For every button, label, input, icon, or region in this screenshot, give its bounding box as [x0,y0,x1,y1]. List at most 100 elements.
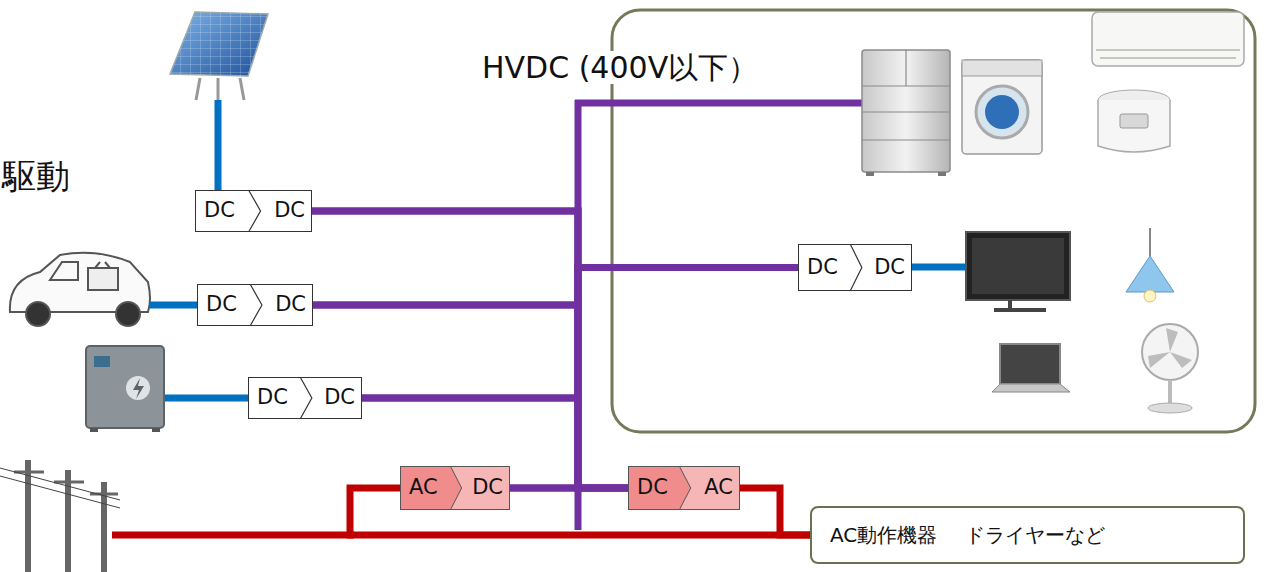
utility-pole [0,468,120,508]
converter-chevron [401,467,462,510]
node-text: DC [204,199,235,222]
electric-fan [1142,324,1198,380]
refrigerator [938,172,946,176]
solar-panel [170,12,268,100]
electric-car [95,262,110,268]
television [972,238,1064,294]
ac-grid-line [112,532,354,539]
television [966,232,1070,310]
storage-battery [94,356,110,367]
ac-connector [740,488,810,535]
rice-cooker [1098,90,1170,152]
refrigerator [862,50,950,176]
washing-machine [985,95,1019,129]
electric-car [10,253,150,326]
ac-converter-box: AC DC [400,466,510,510]
node-text: DC [257,386,288,409]
television [994,300,1046,310]
electric-fan [1148,403,1192,413]
node-text: DC [807,256,838,279]
refrigerator [862,50,950,172]
rice-cooker [1098,100,1170,152]
converter-chevron [629,467,691,510]
electric-fan [1168,380,1172,406]
converter-outline [401,467,510,510]
node-text: AC [704,476,733,499]
utility-pole [14,472,118,494]
laptop [992,384,1070,392]
storage-battery [90,428,98,432]
hvdc-connector [510,268,798,489]
blue-dc-wire [165,395,248,402]
storage-battery [133,378,144,399]
washing-machine [962,60,1042,154]
solar-panel [170,12,268,76]
node-text: DC [472,476,503,499]
dc-converter-box: DC DC [195,190,312,232]
hvdc-bus [575,100,862,107]
node-text: DC [274,199,305,222]
storage-battery [86,346,164,432]
device-box: AC動作機器 ドライヤーなど [810,506,1245,564]
air-conditioner [1092,12,1244,66]
dc-converter-box: DC DC [798,244,912,291]
electric-car [50,262,78,280]
air-conditioner [1096,50,1240,58]
node-text: AC [409,476,438,499]
electric-car [26,302,50,326]
converter-chevron [300,378,311,419]
solar-panel [196,78,244,100]
hvdc-connector [510,485,628,492]
node-text: DC [637,476,668,499]
utility-pole [28,460,104,572]
storage-battery [126,376,150,400]
laptop [1000,344,1060,384]
blue-dc-wire [150,302,197,309]
node-text: AC動作機器 [830,524,937,546]
converter-chevron [850,245,861,291]
blue-dc-wire [912,264,966,271]
rice-cooker [1120,114,1148,128]
solar-panel [170,12,268,76]
pendant-lamp [1126,228,1174,302]
utility-pole [0,460,120,572]
washing-machine [962,60,1042,154]
washing-machine [976,86,1028,138]
television [966,232,1070,300]
refrigerator [866,172,874,176]
hvdc-bus [575,100,862,530]
node-text: DC [275,293,306,316]
pendant-lamp [1126,256,1174,292]
air-conditioner [1092,12,1244,66]
converter-outline [198,285,313,326]
ac-converter-box: DC AC [628,466,740,510]
refrigerator [862,50,950,140]
partial-heading: 駆動 [2,158,70,195]
pendant-lamp [1149,228,1151,256]
dc-converter-box: DC DC [197,284,313,326]
bus-label: HVDC (400V以下） [482,51,758,84]
storage-battery [152,428,160,432]
node-text: DC [324,386,355,409]
blue-dc-wire [150,100,966,398]
converter-outline [249,378,362,419]
node-text: ドライヤーなど [965,524,1105,546]
hvdc-connector [313,268,798,306]
node-text: DC [206,293,237,316]
electric-car [88,268,118,290]
converter-outline [629,467,740,510]
converter-chevron [250,285,262,326]
hvdc-connector [312,211,798,268]
converter-chevron [249,191,261,232]
electric-car [116,302,140,326]
node-text: DC [874,256,905,279]
converter-outline [196,191,312,232]
laptop [992,344,1070,392]
converter-outline [799,245,912,291]
washing-machine [962,60,1042,76]
electric-fan [1142,324,1198,413]
pendant-lamp [1144,290,1156,302]
dc-converter-box: DC DC [248,377,362,419]
blue-dc-wire [215,100,222,190]
